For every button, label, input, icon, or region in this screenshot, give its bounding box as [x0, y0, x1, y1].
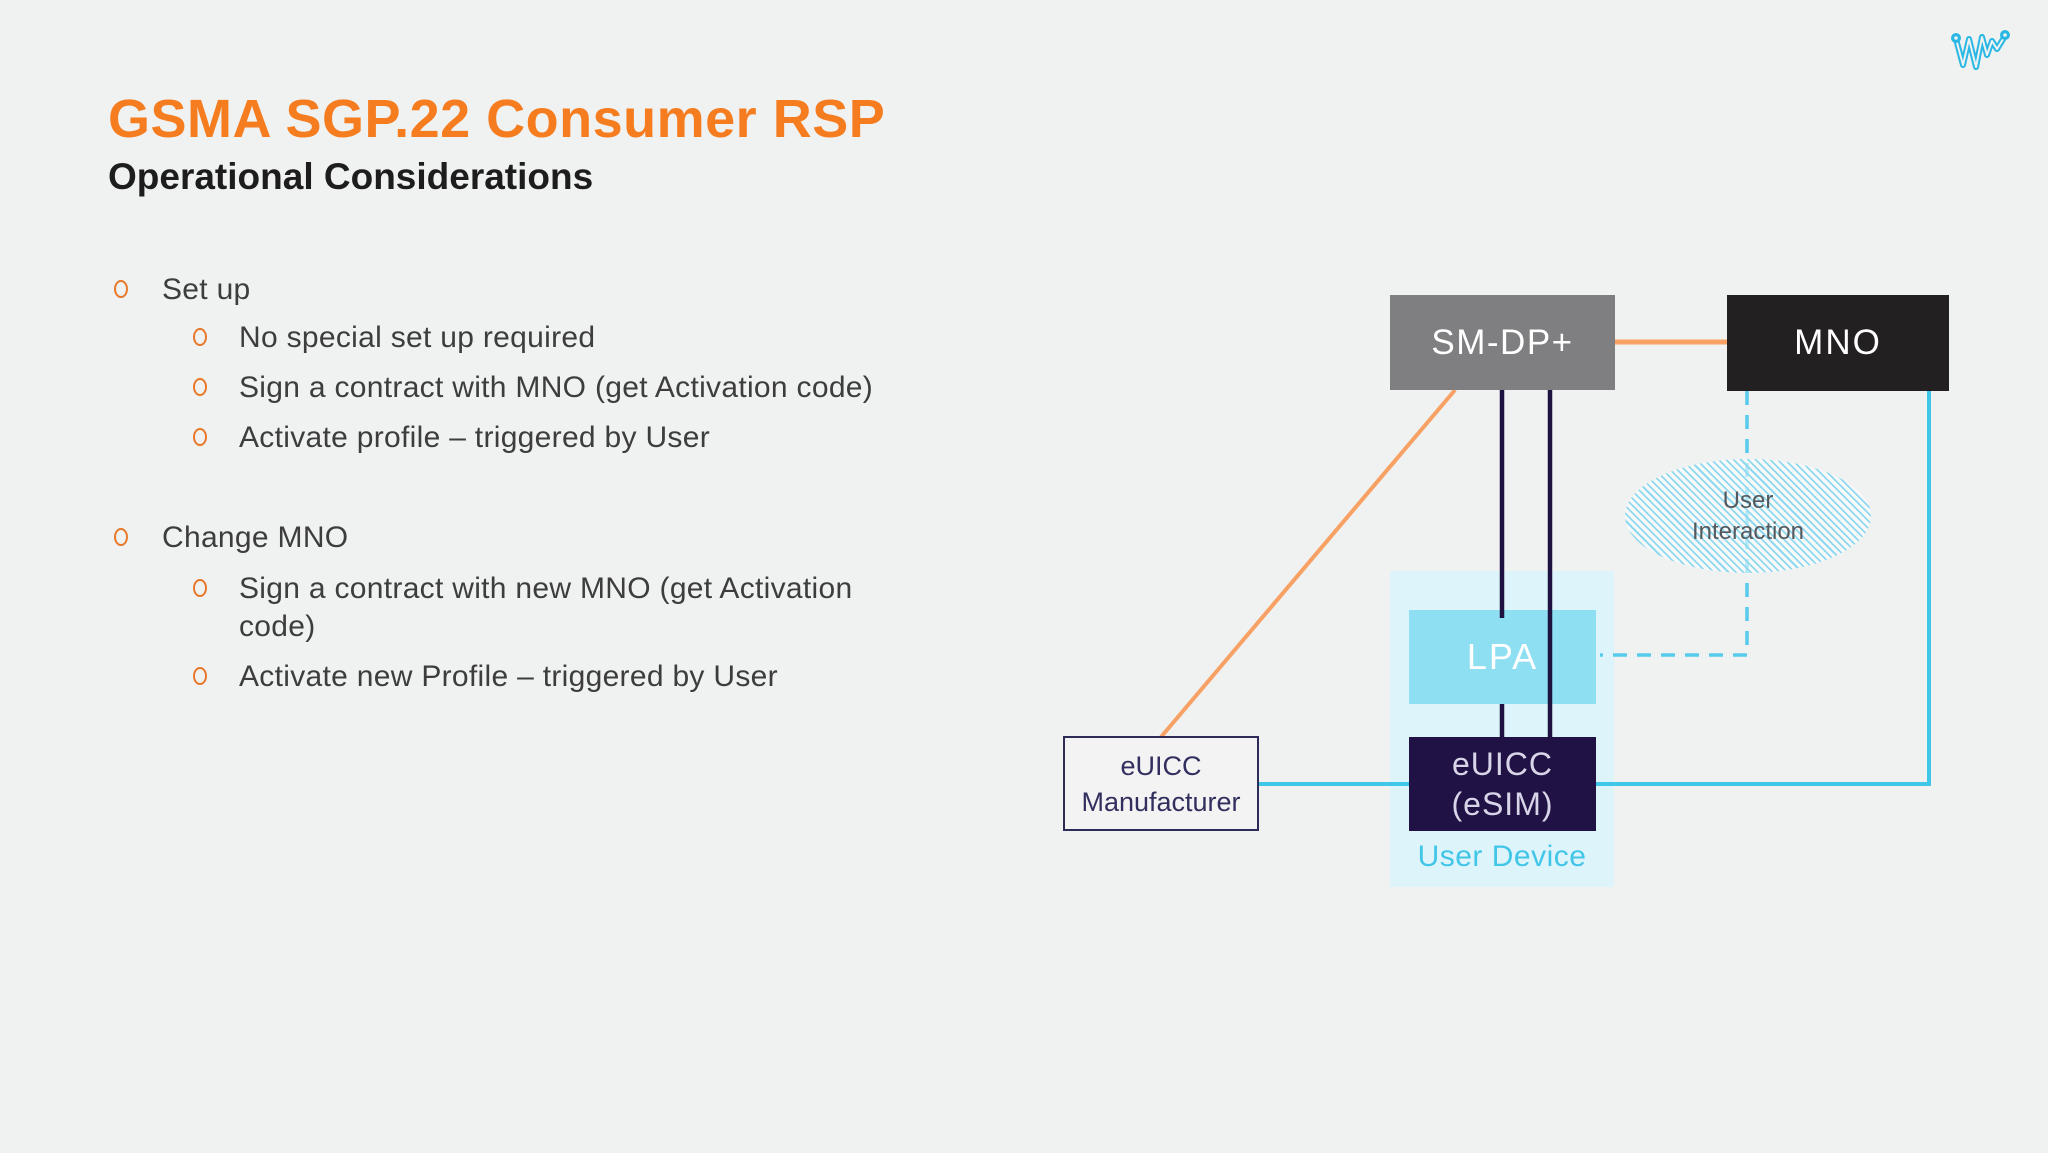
- page-title: GSMA SGP.22 Consumer RSP: [108, 89, 886, 149]
- bullet-ring-icon: [193, 579, 207, 597]
- bullet-ring-icon: [114, 528, 128, 546]
- bullet-item: Set up: [108, 271, 1028, 309]
- edge-mno-user-interaction-lpa: [1600, 391, 1749, 657]
- euicc-node: eUICC (eSIM): [1409, 737, 1596, 831]
- bullet-item: Sign a contract with MNO (get Activation…: [193, 369, 1028, 407]
- bullet-label: Change MNO: [162, 521, 349, 554]
- euicc-manufacturer-node: eUICC Manufacturer: [1063, 736, 1259, 831]
- user-interaction-node: User Interaction: [1625, 459, 1871, 573]
- bullet-ring-icon: [193, 667, 207, 685]
- bullet-ring-icon: [193, 378, 207, 396]
- smdp-node: SM-DP+: [1390, 295, 1615, 390]
- bullet-item: Change MNO: [108, 519, 1028, 557]
- bullet-label: Sign a contract with new MNO (get Activa…: [239, 572, 853, 643]
- bullet-label: Set up: [162, 273, 251, 306]
- bullet-label: No special set up required: [239, 321, 596, 354]
- user-device-label: User Device: [1417, 840, 1587, 873]
- bullet-group-change-mno: Change MNO Sign a contract with new MNO …: [108, 519, 1028, 696]
- bullet-item: Activate profile – triggered by User: [193, 419, 1028, 457]
- edge-mno-euicc-manufacturer: [1259, 391, 1931, 786]
- edge-smdp-euicc-manufacturer: [1159, 388, 1457, 739]
- lpa-node: LPA: [1409, 610, 1596, 704]
- mno-node: MNO: [1727, 295, 1949, 391]
- page-subtitle: Operational Considerations: [108, 156, 594, 197]
- bullet-label: Activate new Profile – triggered by User: [239, 660, 778, 693]
- bullet-label: Activate profile – triggered by User: [239, 421, 711, 454]
- bullet-group-setup: Set up No special set up required Sign a…: [108, 271, 1028, 457]
- bullet-list: Set up No special set up required Sign a…: [108, 271, 1028, 708]
- bullet-ring-icon: [193, 428, 207, 446]
- bullet-ring-icon: [193, 328, 207, 346]
- bullet-ring-icon: [114, 280, 128, 298]
- bullet-item: Sign a contract with new MNO (get Activa…: [193, 570, 1028, 646]
- bullet-item: Activate new Profile – triggered by User: [193, 658, 1028, 696]
- bullet-label: Sign a contract with MNO (get Activation…: [239, 371, 874, 404]
- bullet-item: No special set up required: [193, 319, 1028, 357]
- brand-waveform-logo-icon: [1951, 30, 2010, 70]
